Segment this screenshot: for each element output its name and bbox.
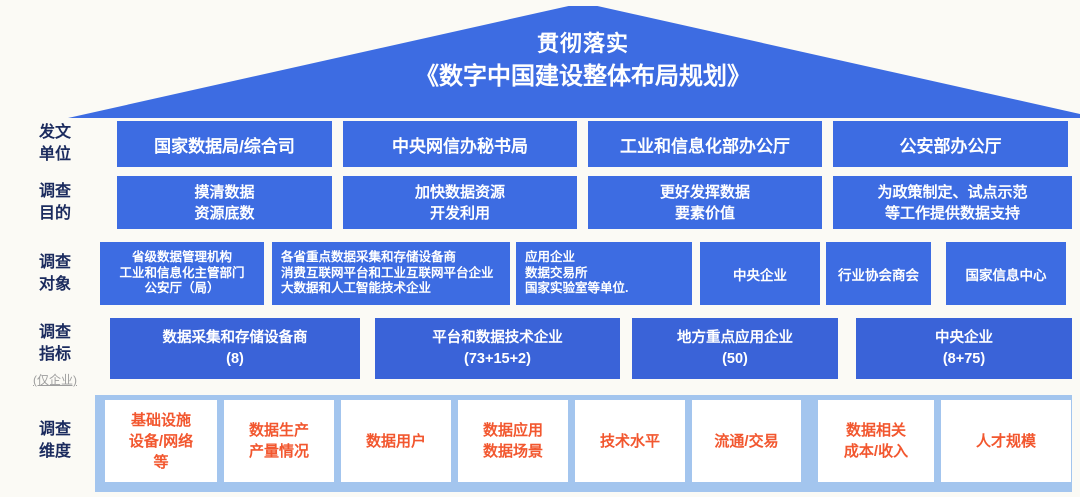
dimension-box-text-line: 等 xyxy=(153,453,169,471)
dimension-box: 数据相关成本/收入 xyxy=(818,400,934,482)
indicator-box: 数据采集和存储设备商 (8) xyxy=(110,318,360,379)
purpose-box-text-line: 要素价值 xyxy=(674,204,735,222)
dimension-box-text-line: 数据生产 xyxy=(248,422,309,439)
dimension-box-text-line: 数据应用 xyxy=(482,422,543,439)
purpose-box: 为政策制定、试点示范等工作提供数据支持 xyxy=(833,176,1072,229)
row-label-survey-purpose: 调查 目的 xyxy=(20,176,90,229)
dimension-box: 流通/交易 xyxy=(692,400,801,482)
main-title-line1: 贯彻落实 xyxy=(536,31,629,56)
row-label-text: 指标 xyxy=(38,346,71,363)
indicator-box-text-line: 平台和数据技术企业 xyxy=(432,329,563,346)
indicator-box-text-line: (8+75) xyxy=(942,350,986,367)
dimension-box-text-line: 设备/网络 xyxy=(128,432,194,450)
target-box-text-line: 公安厅（局） xyxy=(144,281,220,296)
row-label-text: 对象 xyxy=(38,275,71,293)
row-label-survey-dimensions: 调查 维度 xyxy=(20,400,90,482)
purpose-box-text-line: 为政策制定、试点示范 xyxy=(877,183,1028,201)
dimension-box-text-line: 流通/交易 xyxy=(714,432,779,450)
issuer-box-text-line: 公安部办公厅 xyxy=(899,136,1002,156)
target-box-text-line: 应用企业 xyxy=(525,250,576,265)
issuer-box: 公安部办公厅 xyxy=(833,121,1068,167)
target-box: 中央企业 xyxy=(700,242,820,305)
target-box-text-line: 行业协会商会 xyxy=(838,267,919,283)
row-label-text: 调查 xyxy=(38,421,71,438)
row-label-survey-targets: 调查 对象 xyxy=(20,242,90,305)
issuer-box-text-line: 国家数据局/综合司 xyxy=(154,136,295,156)
issuer-box: 国家数据局/综合司 xyxy=(117,121,332,167)
indicator-box-text-line: 数据采集和存储设备商 xyxy=(162,329,308,346)
target-box-text-line: 消费互联网平台和工业互联网平台企业 xyxy=(281,265,494,280)
dimension-box: 数据用户 xyxy=(341,400,451,482)
row-label-text: 单位 xyxy=(38,146,71,163)
indicator-box-text-line: 地方重点应用企业 xyxy=(677,329,793,346)
dimension-box: 技术水平 xyxy=(575,400,685,482)
target-box: 应用企业数据交易所国家实验室等单位. xyxy=(516,242,692,305)
dimension-box: 基础设施设备/网络等 xyxy=(105,400,217,482)
target-box-text-line: 工业和信息化主管部门 xyxy=(119,265,245,280)
purpose-box-text-line: 更好发挥数据 xyxy=(659,183,750,201)
purpose-box-text-line: 资源底数 xyxy=(194,204,255,222)
dimension-box-text-line: 基础设施 xyxy=(130,411,191,429)
target-box: 各省重点数据采集和存储设备商消费互联网平台和工业互联网平台企业大数据和人工智能技… xyxy=(272,242,510,305)
dimension-box: 数据生产产量情况 xyxy=(224,400,334,482)
row-label-text: 调查 xyxy=(38,182,71,200)
target-box: 行业协会商会 xyxy=(826,242,931,305)
target-box-text-line: 中央企业 xyxy=(733,267,787,283)
row-label-text: 维度 xyxy=(38,443,71,460)
target-box: 省级数据管理机构工业和信息化主管部门公安厅（局） xyxy=(100,242,264,305)
target-box-text-line: 国家实验室等单位. xyxy=(525,281,629,296)
roof-banner: 贯彻落实 《数字中国建设整体布局规划》 xyxy=(68,6,1080,118)
row-label-text: 调查 xyxy=(38,253,71,271)
issuer-box: 中央网信办秘书局 xyxy=(343,121,577,167)
purpose-box: 更好发挥数据要素价值 xyxy=(588,176,822,229)
purpose-box-text-line: 摸清数据 xyxy=(194,183,255,201)
purpose-box-text-line: 加快数据资源 xyxy=(414,183,505,201)
target-box-text-line: 省级数据管理机构 xyxy=(131,250,232,265)
main-title-line2: 《数字中国建设整体布局规划》 xyxy=(415,63,751,90)
indicator-box: 平台和数据技术企业 (73+15+2) xyxy=(375,318,620,379)
issuer-box-text-line: 工业和信息化部办公厅 xyxy=(620,136,790,156)
row-label-issuing-units: 发文 单位 xyxy=(20,121,90,167)
indicator-box-text-line: (73+15+2) xyxy=(464,350,531,367)
dimension-box-text-line: 人才规模 xyxy=(975,432,1036,450)
dimension-box-text-line: 数据场景 xyxy=(482,443,543,460)
dimension-box: 数据应用数据场景 xyxy=(458,400,568,482)
purpose-box-text-line: 等工作提供数据支持 xyxy=(884,204,1020,222)
indicator-box: 地方重点应用企业 (50) xyxy=(632,318,838,379)
dimension-box-text-line: 数据用户 xyxy=(365,432,426,450)
issuer-box: 工业和信息化部办公厅 xyxy=(588,121,822,167)
purpose-box-text-line: 开发利用 xyxy=(429,204,490,222)
issuer-box-text-line: 中央网信办秘书局 xyxy=(392,136,528,156)
row-label-survey-indicators: 调查 指标 xyxy=(20,318,90,370)
target-box-text-line: 各省重点数据采集和存储设备商 xyxy=(281,250,457,265)
dimension-box-text-line: 产量情况 xyxy=(248,443,309,460)
row-label-note-enterprises-only: (仅企业) xyxy=(33,373,77,387)
indicator-box-text-line: (50) xyxy=(722,350,748,367)
dimension-box-text-line: 技术水平 xyxy=(599,432,660,450)
purpose-box: 加快数据资源开发利用 xyxy=(343,176,577,229)
indicator-box-text-line: (8) xyxy=(226,350,244,367)
dimension-box-text-line: 数据相关 xyxy=(845,422,906,439)
indicator-box-text-line: 中央企业 xyxy=(935,329,993,346)
target-box: 国家信息中心 xyxy=(946,242,1066,305)
dimension-box-text-line: 成本/收入 xyxy=(843,443,909,460)
target-box-text-line: 数据交易所 xyxy=(525,265,588,280)
row-label-text: 调查 xyxy=(38,324,71,341)
dimension-box: 人才规模 xyxy=(941,400,1071,482)
purpose-box: 摸清数据资源底数 xyxy=(117,176,332,229)
indicator-box: 中央企业 (8+75) xyxy=(856,318,1072,379)
row-label-text: 目的 xyxy=(38,204,71,222)
row-label-text: 发文 xyxy=(38,124,71,141)
target-box-text-line: 国家信息中心 xyxy=(965,267,1047,283)
target-box-text-line: 大数据和人工智能技术企业 xyxy=(281,281,432,296)
